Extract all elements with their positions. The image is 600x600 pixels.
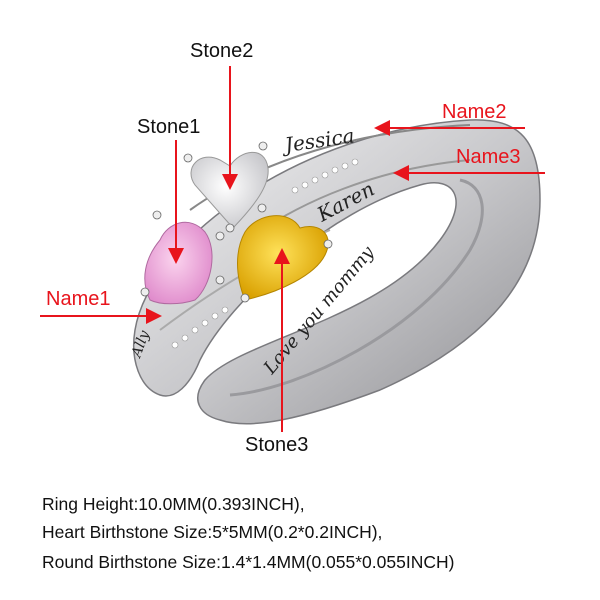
label-name2: Name2 <box>442 101 507 123</box>
label-name1: Name1 <box>46 288 111 310</box>
spec-round-stone-size: Round Birthstone Size:1.4*1.4MM(0.055*0.… <box>42 552 455 572</box>
label-stone3: Stone3 <box>245 434 309 456</box>
spec-ring-height: Ring Height:10.0MM(0.393INCH), <box>42 494 305 514</box>
spec-heart-stone-size: Heart Birthstone Size:5*5MM(0.2*0.2INCH)… <box>42 522 383 542</box>
label-stone1: Stone1 <box>137 116 201 138</box>
label-name3: Name3 <box>456 146 521 168</box>
prongs <box>140 141 333 303</box>
stone1-pink-heart <box>144 221 213 305</box>
label-stone2: Stone2 <box>190 40 254 62</box>
stone2-white-heart <box>190 151 269 229</box>
